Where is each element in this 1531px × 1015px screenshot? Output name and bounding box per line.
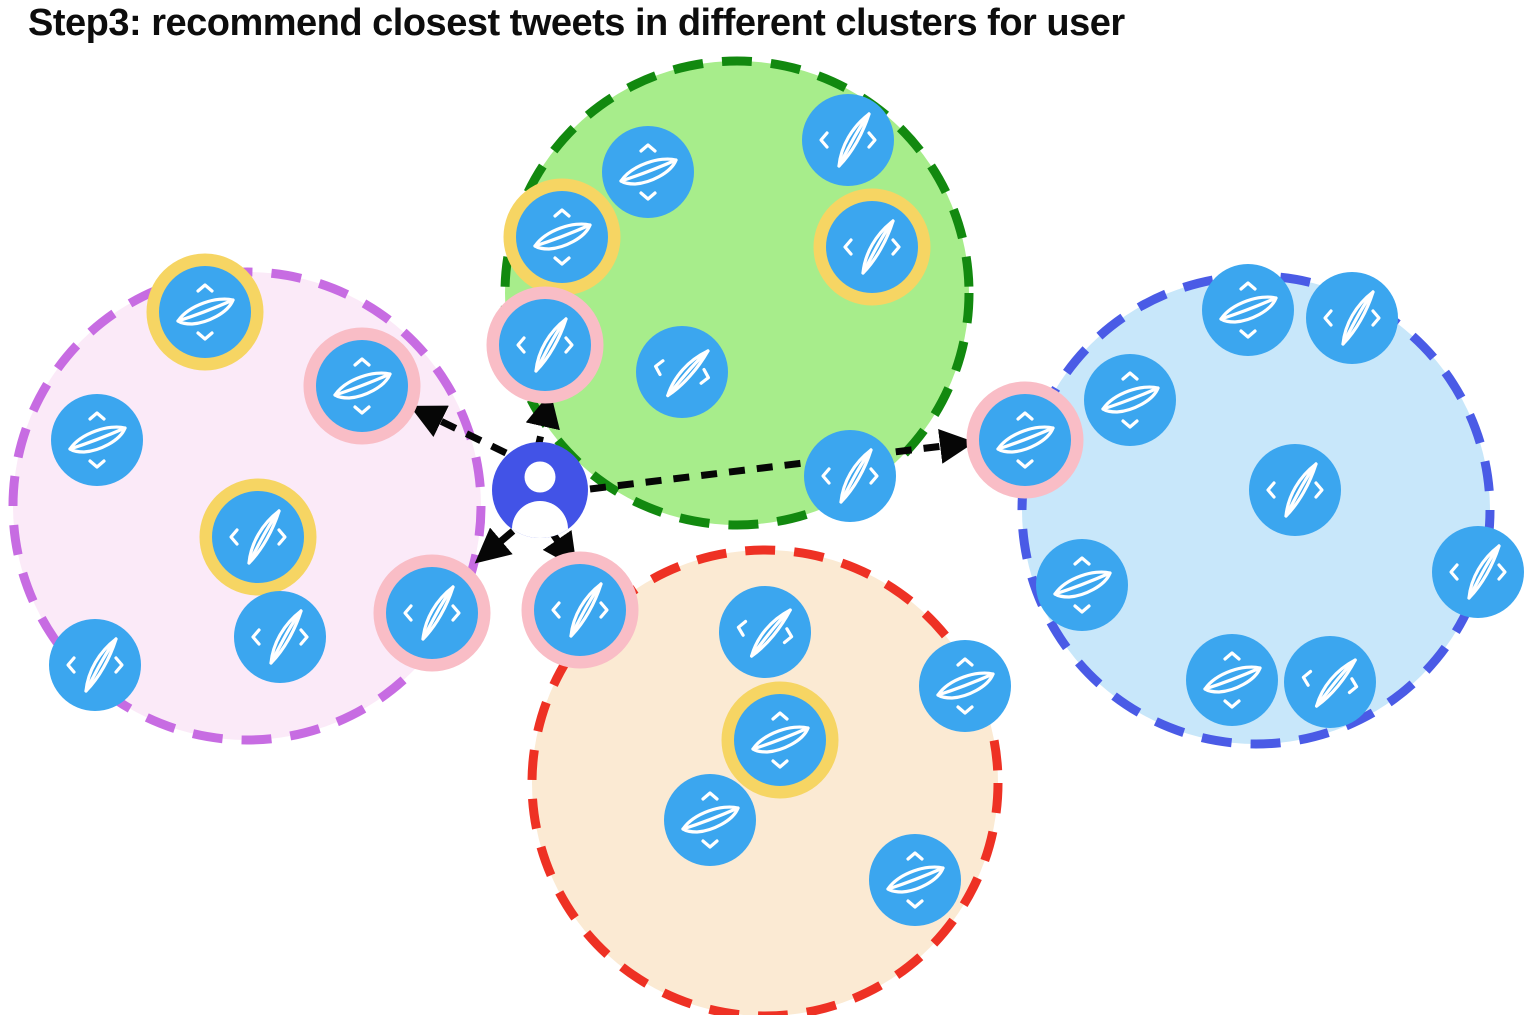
yellow-ring — [146, 253, 264, 371]
tweet-node — [1306, 272, 1398, 364]
tweet-node — [719, 586, 811, 678]
yellow-ring — [813, 188, 931, 306]
tweet-node — [869, 834, 961, 926]
yellow-ring — [721, 681, 839, 799]
highlighted-tweet-node — [721, 681, 839, 799]
tweet-node — [1284, 636, 1376, 728]
tweet-node — [664, 774, 756, 866]
pink-ring — [373, 554, 491, 672]
tweet-node — [1202, 264, 1294, 356]
tweet-node — [602, 126, 694, 218]
highlighted-tweet-node — [503, 178, 621, 296]
user-icon — [492, 442, 588, 538]
tweet-node — [802, 94, 894, 186]
tweet-node — [234, 591, 326, 683]
tweet-node — [1186, 634, 1278, 726]
recommended-tweet-node — [373, 554, 491, 672]
recommend-arrow-3 — [589, 429, 975, 493]
tweet-node — [804, 430, 896, 522]
diagram-title: Step3: recommend closest tweets in diffe… — [28, 2, 1125, 44]
recommended-tweet-node — [966, 381, 1084, 499]
recommended-tweet-node — [521, 551, 639, 669]
user-shoulders — [512, 501, 568, 538]
tweet-node — [1084, 354, 1176, 446]
tweet-node — [1432, 526, 1524, 618]
user-head — [524, 461, 556, 493]
highlighted-tweet-node — [146, 253, 264, 371]
highlighted-tweet-node — [813, 188, 931, 306]
recommended-tweet-node — [303, 327, 421, 445]
yellow-ring — [199, 478, 317, 596]
tweet-node — [49, 619, 141, 711]
tweet-node — [1249, 444, 1341, 536]
pink-ring — [966, 381, 1084, 499]
tweet-layer — [49, 94, 1524, 926]
recommended-tweet-node — [486, 286, 604, 404]
highlighted-tweet-node — [199, 478, 317, 596]
tweet-node — [919, 640, 1011, 732]
tweet-node — [51, 394, 143, 486]
pink-ring — [486, 286, 604, 404]
pink-ring — [303, 327, 421, 445]
yellow-ring — [503, 178, 621, 296]
tweet-node — [1036, 539, 1128, 631]
pink-ring — [521, 551, 639, 669]
tweet-node — [636, 326, 728, 418]
recommend-arrow-4 — [474, 527, 516, 564]
